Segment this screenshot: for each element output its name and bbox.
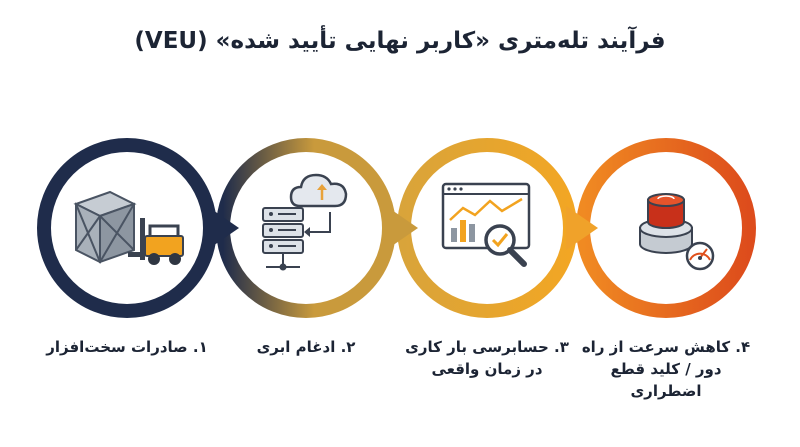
- step-1-label: ۱. صادرات سخت‌افزار: [46, 338, 208, 356]
- emergency-stop-button-icon: [639, 193, 715, 271]
- step-2-ring: [216, 138, 396, 318]
- arrow-2-3-icon: [386, 206, 418, 250]
- step-2-label: ۲. ادغام ابری: [256, 338, 356, 356]
- cloud-server-icon: [262, 173, 348, 271]
- step-3-label: ۳. حسابرسی بار کاری در زمان واقعی: [405, 338, 569, 378]
- analytics-magnifier-icon: [441, 182, 531, 267]
- arrow-1-2-icon: [207, 206, 239, 250]
- diagram-title: فرآیند تله‌متری «کاربر نهایی تأیید شده» …: [134, 28, 666, 54]
- arrow-3-4-icon: [566, 206, 598, 250]
- crate-forklift-icon: [73, 190, 184, 265]
- step-4-label: ۴. کاهش سرعت از راه دور / کلید قطع اضطرا…: [581, 338, 751, 400]
